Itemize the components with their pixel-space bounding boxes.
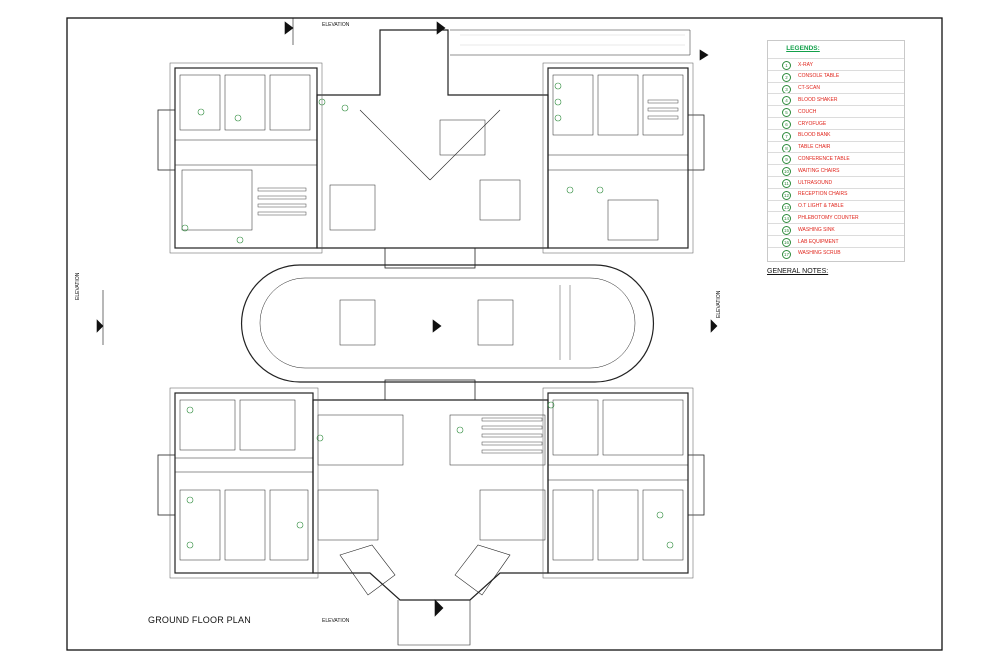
legend-item: 16 LAB EQUIPMENT [768,235,904,248]
legend-item: 15 WASHING SINK [768,223,904,236]
legend-number-symbol: 2 [782,72,791,82]
legend-item-label: WASHING SCRUB [798,250,841,257]
wing-bottom-right [547,392,705,574]
legend-item-label: PHLEBOTOMY COUNTER [798,214,859,221]
legend-item-label: COUCH [798,108,817,115]
sheet-border [66,17,943,651]
legend-item-label: RECEPTION CHAIRS [798,191,848,198]
legend-item-label: X-RAY [798,61,813,68]
legend-item: 4 BLOOD SHAKER [768,93,904,106]
section-markers [96,18,718,617]
plan-title: GROUND FLOOR PLAN [148,615,251,625]
general-notes-heading: GENERAL NOTES: [767,268,829,275]
legend-number-symbol: 9 [782,155,791,165]
legend-item-label: ULTRASOUND [798,179,833,186]
legend-number-symbol: 8 [782,143,791,153]
central-corridor [240,247,655,401]
elevation-label-right: ELEVATION [716,290,722,318]
block-bottom-center [312,399,549,646]
wing-top-left [157,67,318,249]
legend-number-symbol: 12 [782,190,791,200]
legend-item-label: TABLE CHAIR [798,144,831,151]
legend-number-symbol: 17 [782,249,791,259]
legend-item: 14 PHLEBOTOMY COUNTER [768,211,904,224]
legend-item-label: BLOOD BANK [798,132,831,139]
legend-number-symbol: 1 [782,61,791,70]
legend-item: 9 CONFERENCE TABLE [768,152,904,165]
legend-item-label: BLOOD SHAKER [798,96,838,103]
legend-item: 11 ULTRASOUND [768,176,904,189]
block-top-center [316,29,691,249]
legend-number-symbol: 14 [782,214,791,224]
elevation-label-left: ELEVATION [75,272,81,300]
legend-item: 5 COUCH [768,105,904,118]
legend-number-symbol: 7 [782,131,791,141]
legend-item-label: LAB EQUIPMENT [798,238,839,245]
legend-number-symbol: 16 [782,238,791,247]
legend-number-symbol: 5 [782,108,791,118]
legend-number-symbol: 3 [782,84,791,94]
legend-item-label: WAITING CHAIRS [798,167,840,174]
legend-item: 10 WAITING CHAIRS [768,164,904,177]
legend-item: 6 CRYOFUGE [768,117,904,130]
outer-walls [169,62,694,579]
legend-number-symbol: 10 [782,167,791,177]
legend-number-symbol: 6 [782,120,791,129]
elevation-label-top: ELEVATION [322,22,350,28]
legend-item-label: CT-SCAN [798,85,820,92]
equipment-symbols [181,82,674,549]
legend-item: 2 CONSOLE TABLE [768,69,904,83]
legend-title: LEGENDS: [786,45,820,52]
legend-item-label: CONSOLE TABLE [798,73,840,80]
legend-item-label: CRYOFUGE [798,120,827,127]
legend-item-label: O.T LIGHT & TABLE [798,203,844,210]
seating-rows [257,99,679,454]
legend-item-label: CONFERENCE TABLE [798,155,850,162]
legend-number-symbol: 15 [782,226,791,236]
legend-number-symbol: 4 [782,96,791,106]
legend-number-symbol: 11 [782,179,791,188]
legend-number-symbol: 13 [782,202,791,212]
legend-item-label: WASHING SINK [798,226,835,233]
legend-item: 17 WASHING SCRUB [768,246,904,260]
legend-item: 3 CT-SCAN [768,81,904,95]
legend-item: 7 BLOOD BANK [768,128,904,142]
wing-bottom-left [157,392,314,574]
legend-item: 12 RECEPTION CHAIRS [768,187,904,201]
elevation-label-bottom: ELEVATION [322,618,350,624]
legend-item: 8 TABLE CHAIR [768,140,904,154]
legend-item: 13 O.T LIGHT & TABLE [768,199,904,213]
wing-top-right [547,67,705,249]
legend-item: 1 X-RAY [768,58,904,71]
